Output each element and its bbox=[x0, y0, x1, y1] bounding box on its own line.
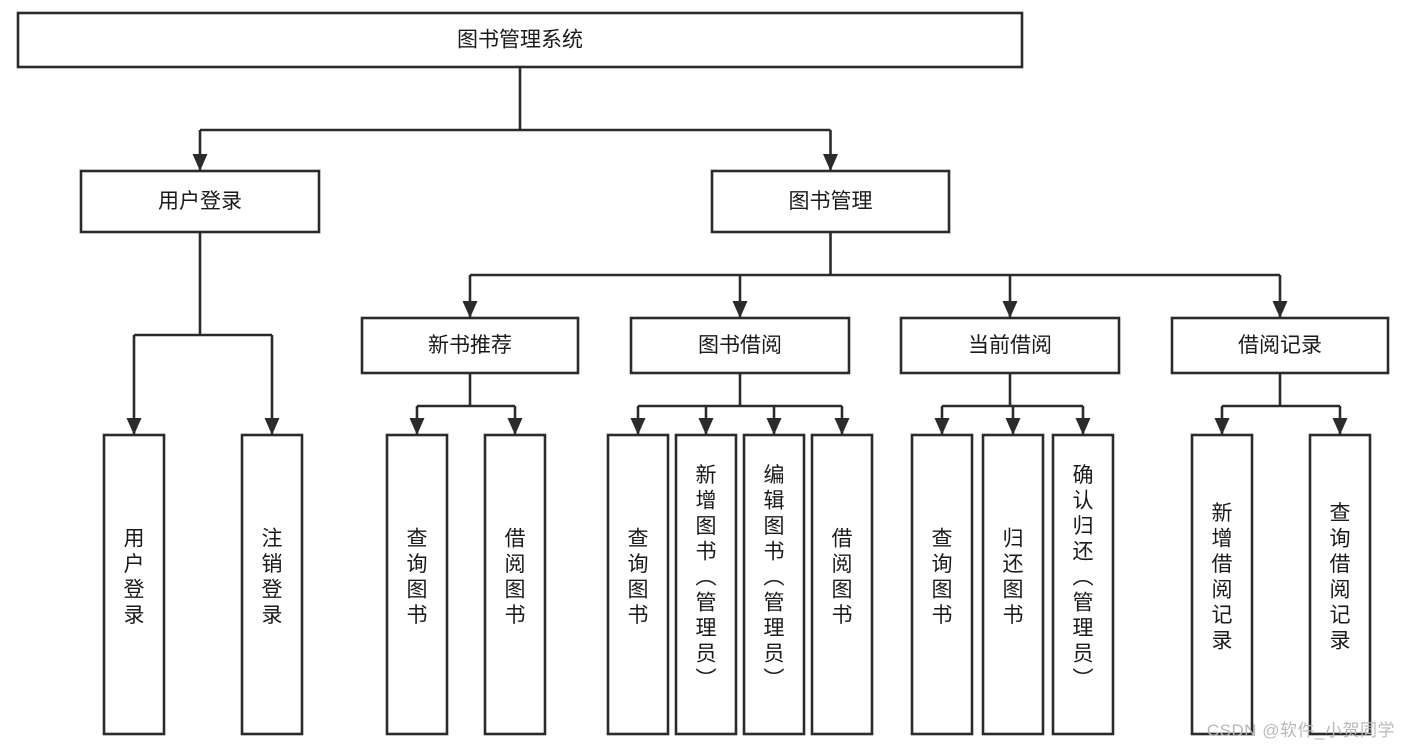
node-bb-edit-book[interactable]: 编辑图书︵管理员︶ bbox=[742, 433, 806, 736]
node-box-current-borrow[interactable] bbox=[899, 316, 1121, 375]
node-root[interactable]: 图书管理系统 bbox=[16, 11, 1024, 69]
node-cb-query-book[interactable]: 查询图书 bbox=[910, 433, 974, 736]
node-label-br-query-record: 查询借阅记录 bbox=[1330, 502, 1351, 653]
node-label-bb-query-book: 查询图书 bbox=[628, 528, 649, 628]
node-box-bb-add-book[interactable] bbox=[674, 433, 738, 736]
node-new-book-rec[interactable]: 新书推荐 bbox=[360, 316, 580, 375]
node-label-cb-confirm-return: 确认归还︵管理员︶ bbox=[1073, 464, 1094, 691]
node-label-book-borrow: 图书借阅 bbox=[698, 334, 782, 357]
node-user-logout[interactable]: 注销登录 bbox=[240, 433, 304, 736]
node-label-user-login-do: 用户登录 bbox=[124, 528, 145, 628]
node-bb-query-book[interactable]: 查询图书 bbox=[606, 433, 670, 736]
arrow-head-down bbox=[264, 418, 280, 435]
node-label-bb-add-book: 新增图书︵管理员︶ bbox=[696, 464, 717, 691]
arrow-head-down bbox=[1075, 418, 1091, 435]
node-user-login-do[interactable]: 用户登录 bbox=[102, 433, 166, 736]
arrow-head-down bbox=[1332, 418, 1348, 435]
arrow-head-down bbox=[630, 418, 646, 435]
node-bb-add-book[interactable]: 新增图书︵管理员︶ bbox=[674, 433, 738, 736]
node-box-bb-query-book[interactable] bbox=[606, 433, 670, 736]
node-nb-borrow-book[interactable]: 借阅图书 bbox=[483, 433, 547, 736]
node-label-user-login: 用户登录 bbox=[158, 190, 242, 213]
arrow-head-down bbox=[1214, 418, 1230, 435]
arrow-head-down bbox=[1005, 418, 1021, 435]
arrow-head-down bbox=[1002, 301, 1018, 318]
node-book-borrow[interactable]: 图书借阅 bbox=[629, 316, 851, 375]
node-bb-borrow-book[interactable]: 借阅图书 bbox=[810, 433, 874, 736]
node-br-add-record[interactable]: 新增借阅记录 bbox=[1190, 433, 1254, 736]
node-user-login[interactable]: 用户登录 bbox=[79, 169, 321, 234]
node-label-bb-edit-book: 编辑图书︵管理员︶ bbox=[764, 464, 785, 691]
node-box-new-book-rec[interactable] bbox=[360, 316, 580, 375]
node-box-cb-return-book[interactable] bbox=[981, 433, 1045, 736]
node-box-borrow-record[interactable] bbox=[1170, 316, 1390, 375]
arrow-head-down bbox=[409, 418, 425, 435]
node-br-query-record[interactable]: 查询借阅记录 bbox=[1308, 433, 1372, 736]
node-box-bb-edit-book[interactable] bbox=[742, 433, 806, 736]
node-box-br-query-record[interactable] bbox=[1308, 433, 1372, 736]
node-box-user-login-do[interactable] bbox=[102, 433, 166, 736]
arrow-head-down bbox=[834, 418, 850, 435]
node-box-user-logout[interactable] bbox=[240, 433, 304, 736]
node-nb-query-book[interactable]: 查询图书 bbox=[385, 433, 449, 736]
node-label-bb-borrow-book: 借阅图书 bbox=[832, 528, 853, 628]
arrow-head-down bbox=[934, 418, 950, 435]
csdn-watermark: CSDN @软件_小贺同学 bbox=[1206, 721, 1395, 740]
node-current-borrow[interactable]: 当前借阅 bbox=[899, 316, 1121, 375]
node-label-root: 图书管理系统 bbox=[457, 29, 583, 52]
arrow-head-down bbox=[698, 418, 714, 435]
node-label-book-manage: 图书管理 bbox=[789, 190, 873, 213]
node-box-br-add-record[interactable] bbox=[1190, 433, 1254, 736]
node-label-nb-query-book: 查询图书 bbox=[407, 528, 428, 628]
arrow-head-down bbox=[766, 418, 782, 435]
arrow-head-down bbox=[192, 154, 208, 171]
node-box-book-borrow[interactable] bbox=[629, 316, 851, 375]
arrow-head-down bbox=[507, 418, 523, 435]
node-box-cb-query-book[interactable] bbox=[910, 433, 974, 736]
arrow-head-down bbox=[462, 301, 478, 318]
node-cb-confirm-return[interactable]: 确认归还︵管理员︶ bbox=[1051, 433, 1115, 736]
node-book-manage[interactable]: 图书管理 bbox=[710, 169, 951, 234]
arrow-head-down bbox=[823, 154, 838, 171]
node-box-bb-borrow-book[interactable] bbox=[810, 433, 874, 736]
arrow-head-down bbox=[732, 301, 748, 318]
node-box-root[interactable] bbox=[16, 11, 1024, 69]
node-box-nb-query-book[interactable] bbox=[385, 433, 449, 736]
node-label-new-book-rec: 新书推荐 bbox=[428, 334, 512, 357]
node-cb-return-book[interactable]: 归还图书 bbox=[981, 433, 1045, 736]
node-box-user-login[interactable] bbox=[79, 169, 321, 234]
node-borrow-record[interactable]: 借阅记录 bbox=[1170, 316, 1390, 375]
node-label-borrow-record: 借阅记录 bbox=[1238, 334, 1322, 357]
arrow-head-down bbox=[126, 418, 142, 435]
node-label-cb-query-book: 查询图书 bbox=[932, 528, 953, 628]
arrow-head-down bbox=[1272, 301, 1288, 318]
node-label-user-logout: 注销登录 bbox=[262, 528, 283, 628]
node-box-book-manage[interactable] bbox=[710, 169, 951, 234]
node-label-cb-return-book: 归还图书 bbox=[1003, 528, 1024, 628]
node-label-nb-borrow-book: 借阅图书 bbox=[505, 528, 526, 628]
node-box-cb-confirm-return[interactable] bbox=[1051, 433, 1115, 736]
node-box-nb-borrow-book[interactable] bbox=[483, 433, 547, 736]
node-label-br-add-record: 新增借阅记录 bbox=[1212, 502, 1233, 653]
node-label-current-borrow: 当前借阅 bbox=[968, 334, 1052, 357]
